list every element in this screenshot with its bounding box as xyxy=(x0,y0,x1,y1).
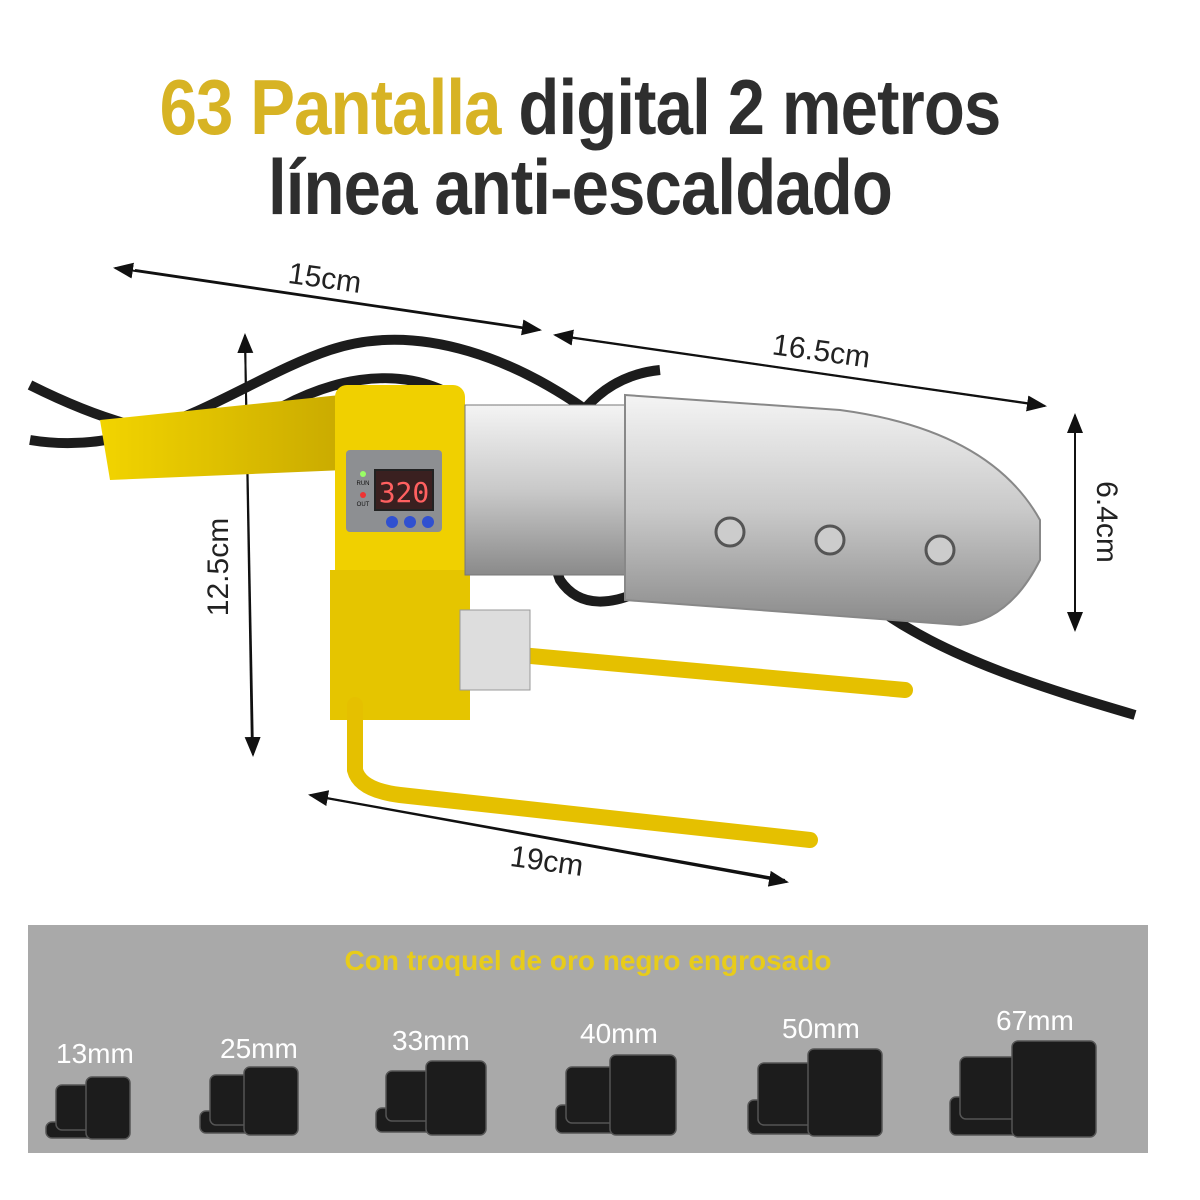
stand xyxy=(347,647,913,848)
headline-highlight: 63 Pantalla xyxy=(159,63,502,151)
dimension-arrows xyxy=(113,262,1083,887)
control-button xyxy=(422,516,434,528)
heating-plate xyxy=(464,393,1041,627)
dies-panel-title: Con troquel de oro negro engrosado xyxy=(344,945,832,976)
control-button xyxy=(386,516,398,528)
die-size-label: 40mm xyxy=(580,1018,658,1049)
dies-panel: Con troquel de oro negro engrosado 13mm … xyxy=(28,925,1148,1153)
die-size-label: 33mm xyxy=(392,1025,470,1056)
control-panel: 320 RUN OUT xyxy=(346,450,442,532)
dimension-body-height: 12.5cm xyxy=(202,517,236,617)
run-led xyxy=(360,471,366,477)
welder-illustration: 320 RUN OUT xyxy=(27,262,1137,887)
control-button xyxy=(404,516,416,528)
headline-rest: digital 2 metros xyxy=(518,63,1001,151)
temperature-readout: 320 xyxy=(379,476,430,509)
headline-line-2: línea anti-escaldado xyxy=(267,143,893,231)
dies-illustration xyxy=(45,1040,1097,1140)
led-label-run: RUN xyxy=(357,481,370,487)
die-size-label: 50mm xyxy=(782,1013,860,1044)
die-size-label: 13mm xyxy=(56,1038,134,1069)
out-led xyxy=(360,492,366,498)
dimension-plate-height: 6.4cm xyxy=(1089,481,1123,563)
led-label-out: OUT xyxy=(357,502,370,508)
handle xyxy=(100,385,470,720)
die-size-label: 67mm xyxy=(996,1005,1074,1036)
headline-line-1: 63 Pantalla digital 2 metros xyxy=(81,62,1079,153)
heat-sink xyxy=(459,609,531,691)
die-size-label: 25mm xyxy=(220,1033,298,1064)
